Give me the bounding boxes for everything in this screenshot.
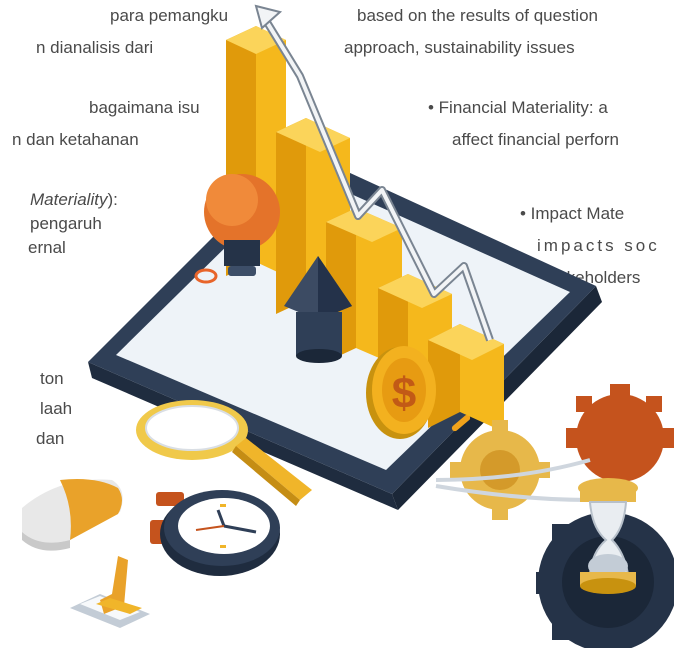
dollar-coin-icon: $ (366, 346, 436, 439)
left-text-line-5: Materiality): (30, 188, 118, 212)
left-text-line-10: dan (36, 429, 65, 448)
right-text-line-4: affect financial perforn (452, 130, 619, 149)
left-text-line-7: ernal (28, 238, 66, 257)
stopwatch-icon (150, 490, 280, 576)
right-text-line-2: approach, sustainability issues (344, 38, 575, 57)
trend-arrow-icon (254, 4, 494, 342)
materiality-term: Materiality (30, 190, 108, 209)
magnifying-glass-icon (136, 400, 312, 506)
right-text-line-3: • Financial Materiality: a (428, 98, 608, 117)
speech-bubble-icon (22, 479, 123, 551)
left-text-line-2: n dianalisis dari (36, 38, 154, 57)
left-text-line-4: n dan ketahanan (12, 130, 139, 149)
coin-dollar-sign: $ (392, 369, 416, 418)
tablet-home-button-icon (451, 414, 471, 432)
right-text-line-1: based on the results of question (357, 6, 598, 25)
left-text-line-6: pengaruh (30, 214, 102, 233)
gold-gear-icon (450, 420, 550, 520)
light-bulb-icon (204, 174, 280, 276)
materiality-tail: ): (107, 190, 118, 209)
right-text-line-6: impacts soc (537, 236, 660, 255)
left-text-line-3: bagaimana isu (89, 98, 200, 117)
up-arrow-pyramid-icon (284, 256, 352, 363)
left-text-line-8: ton (40, 369, 64, 388)
right-text-line-5: • Impact Mate (520, 204, 625, 223)
check-mark-icon (70, 556, 150, 628)
left-text-line-1: para pemangku (110, 6, 229, 25)
tablet-camera-icon (194, 268, 218, 284)
left-text-line-9: laah (40, 399, 73, 418)
gears-hourglass-icon (435, 384, 674, 648)
